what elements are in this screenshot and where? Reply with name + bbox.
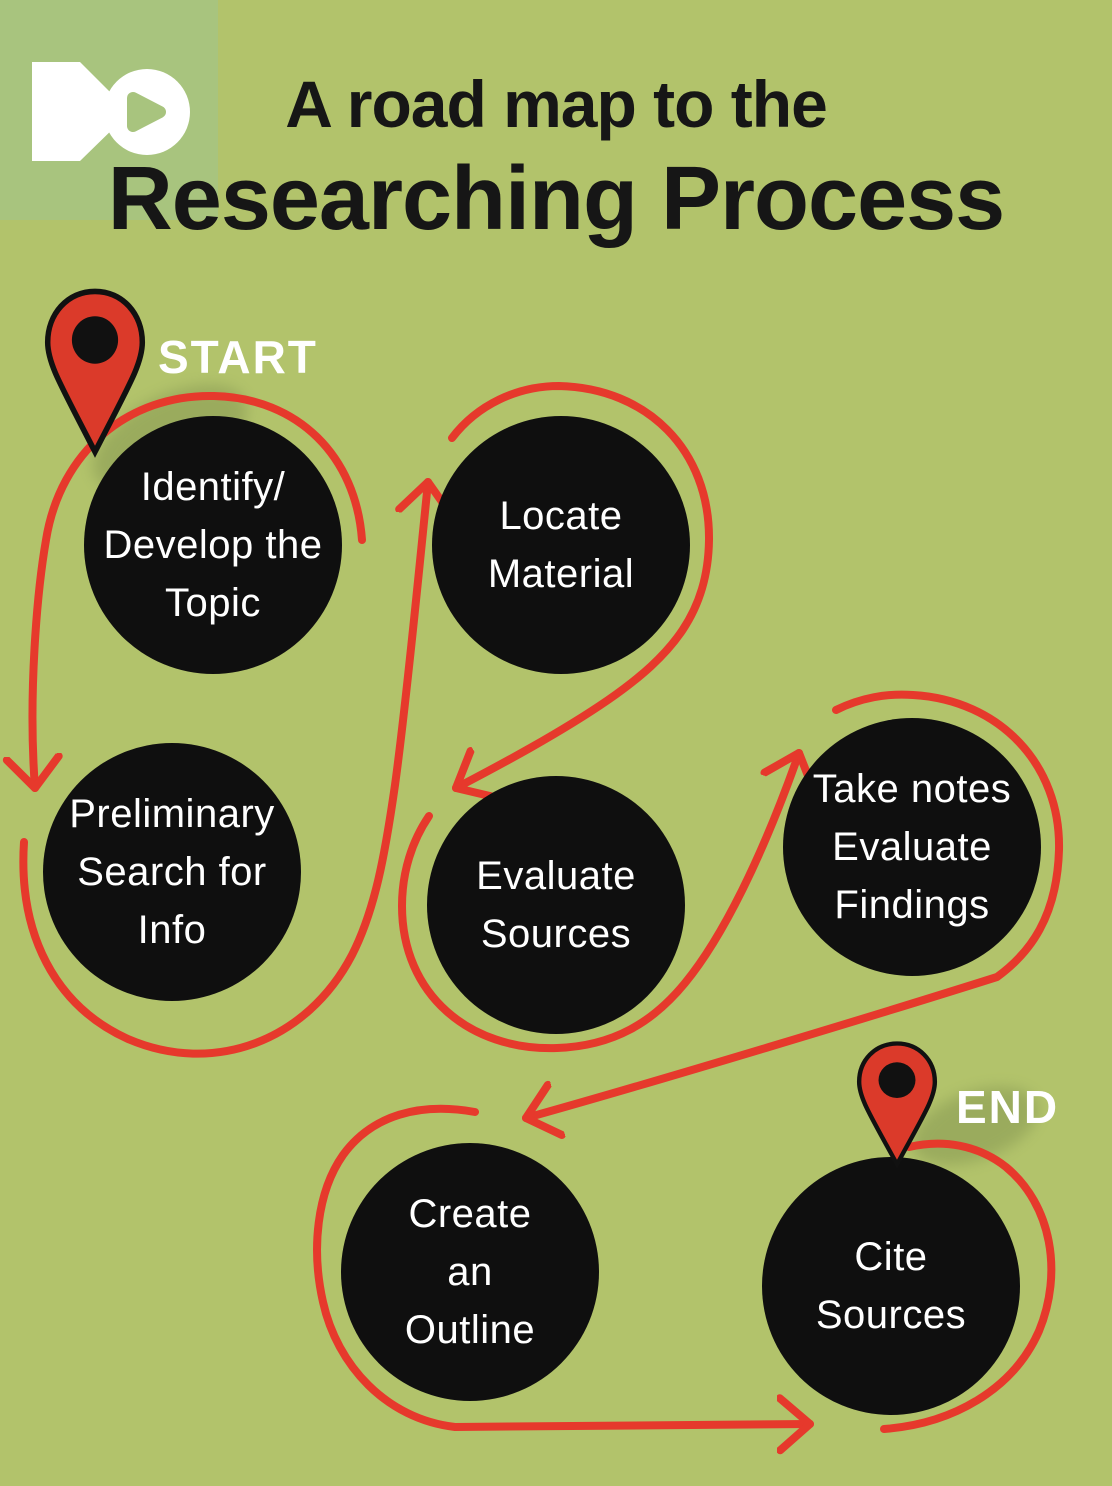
route-evaluate-to-takenotes xyxy=(397,749,799,1053)
route-takenotes-to-outline xyxy=(522,690,1064,1118)
page-title: Researching Process xyxy=(107,149,1005,249)
route-locate-to-evaluate xyxy=(448,381,714,788)
end-label: END xyxy=(956,1081,1060,1133)
title-line-1: A road map to the xyxy=(285,67,828,141)
start-label: START xyxy=(158,331,318,383)
route-preliminary-to-locate xyxy=(19,478,428,1058)
route-cite-loop-end xyxy=(880,1139,1056,1433)
route-outline-to-cite xyxy=(313,1104,814,1427)
